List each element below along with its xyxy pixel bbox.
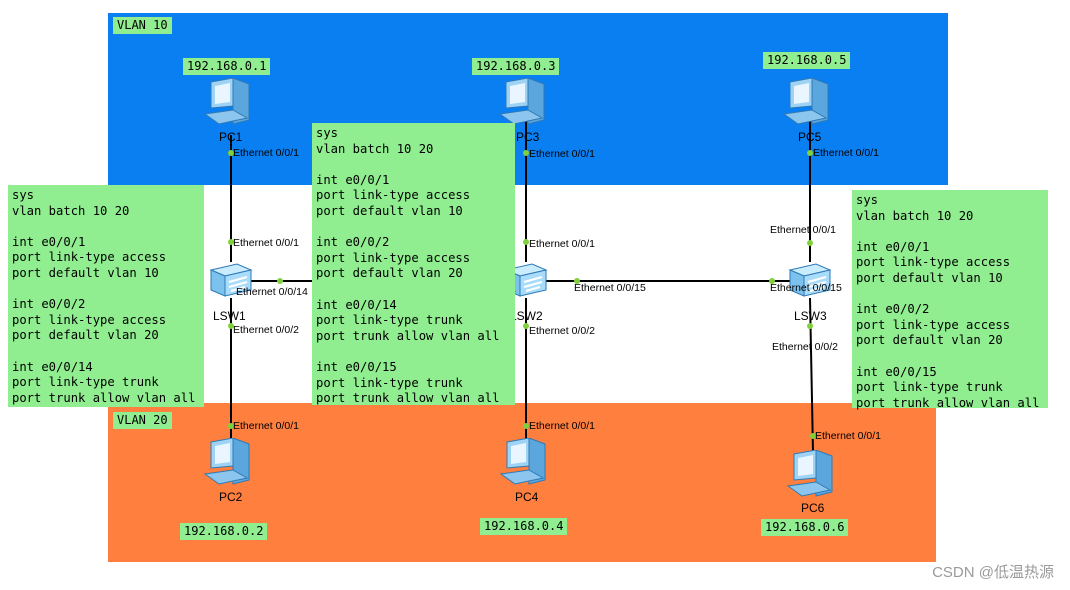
vlan20-label: VLAN 20 bbox=[113, 412, 172, 429]
config-line: port link-type trunk bbox=[12, 375, 159, 390]
config-line: port trunk allow vlan all bbox=[856, 395, 1040, 410]
config-line: port default vlan 10 bbox=[316, 203, 463, 218]
lsw3-switch-icon[interactable] bbox=[786, 262, 834, 305]
pc6-computer-icon[interactable] bbox=[786, 449, 838, 505]
port-lsw3-e0015: Ethernet 0/0/15 bbox=[770, 282, 842, 294]
port-lsw1-e002: Ethernet 0/0/2 bbox=[233, 324, 299, 336]
pc4-ip-label: 192.168.0.4 bbox=[480, 518, 568, 535]
port-pc1-e001: Ethernet 0/0/1 bbox=[233, 147, 299, 159]
pc1-label: PC1 bbox=[219, 130, 243, 144]
config-line: sys bbox=[856, 193, 879, 207]
config-line: port default vlan 10 bbox=[856, 270, 1003, 285]
config-line: sys bbox=[316, 126, 339, 140]
pc4-computer-icon[interactable] bbox=[499, 437, 551, 493]
port-pc6-e001: Ethernet 0/0/1 bbox=[815, 430, 881, 442]
config-line: int e0/0/1 bbox=[12, 234, 86, 249]
config-line bbox=[12, 219, 200, 235]
config-line: port trunk allow vlan all bbox=[316, 328, 500, 343]
port-lsw1-e0014: Ethernet 0/0/14 bbox=[236, 286, 308, 298]
lsw1-switch-icon[interactable] bbox=[207, 262, 255, 305]
config-line: port link-type trunk bbox=[316, 375, 463, 390]
config-line bbox=[12, 344, 200, 360]
config-line: int e0/0/2 bbox=[12, 297, 86, 312]
config-line: vlan batch 10 20 bbox=[856, 208, 974, 223]
config-line: port link-type access bbox=[12, 250, 167, 265]
config-line: port link-type access bbox=[856, 255, 1011, 270]
config-line: sys bbox=[12, 188, 35, 202]
config-line: port default vlan 20 bbox=[316, 266, 463, 281]
port-lsw1-e001: Ethernet 0/0/1 bbox=[233, 237, 299, 249]
pc6-label: PC6 bbox=[801, 501, 825, 515]
port-pc4-e001: Ethernet 0/0/1 bbox=[529, 420, 595, 432]
port-lsw2-e001: Ethernet 0/0/1 bbox=[529, 238, 595, 250]
pc4-label: PC4 bbox=[515, 490, 539, 504]
config-line bbox=[12, 282, 200, 298]
port-lsw3-e001: Ethernet 0/0/1 bbox=[770, 224, 836, 236]
pc1-computer-icon[interactable] bbox=[203, 77, 255, 133]
config-line: port link-type trunk bbox=[856, 380, 1003, 395]
pc5-computer-icon[interactable] bbox=[782, 77, 834, 133]
config-line bbox=[316, 282, 511, 298]
lsw1-label: LSW1 bbox=[213, 309, 246, 323]
config-line: port default vlan 10 bbox=[12, 265, 159, 280]
config-line: port link-type access bbox=[856, 317, 1011, 332]
config-line: port trunk allow vlan all bbox=[12, 390, 196, 405]
config-line: int e0/0/1 bbox=[856, 239, 930, 254]
config-line: int e0/0/2 bbox=[856, 302, 930, 317]
config-line: int e0/0/2 bbox=[316, 235, 390, 250]
watermark: CSDN @低温热源 bbox=[932, 564, 1054, 581]
port-pc2-e001: Ethernet 0/0/1 bbox=[233, 420, 299, 432]
lsw2-label: LSW2 bbox=[510, 309, 543, 323]
config-line: port default vlan 20 bbox=[856, 333, 1003, 348]
config-line: int e0/0/14 bbox=[316, 297, 397, 312]
pc3-computer-icon[interactable] bbox=[498, 77, 550, 133]
port-dots bbox=[228, 150, 816, 439]
config-line bbox=[856, 287, 1044, 303]
pc2-computer-icon[interactable] bbox=[203, 437, 255, 493]
config-line: port link-type access bbox=[12, 312, 167, 327]
config-line: int e0/0/15 bbox=[856, 364, 937, 379]
pc3-ip-label: 192.168.0.3 bbox=[472, 58, 560, 75]
config-line: port link-type trunk bbox=[316, 313, 463, 328]
config-line bbox=[316, 157, 511, 173]
pc3-label: PC3 bbox=[516, 130, 540, 144]
config-line bbox=[856, 224, 1044, 240]
config-line: vlan batch 10 20 bbox=[316, 141, 434, 156]
config-line: port link-type access bbox=[316, 250, 471, 265]
port-pc5-e001: Ethernet 0/0/1 bbox=[813, 147, 879, 159]
port-lsw3-e002: Ethernet 0/0/2 bbox=[772, 341, 838, 353]
port-pc3-e001: Ethernet 0/0/1 bbox=[529, 148, 595, 160]
pc1-ip-label: 192.168.0.1 bbox=[183, 58, 271, 75]
pc5-label: PC5 bbox=[798, 130, 822, 144]
pc5-ip-label: 192.168.0.5 bbox=[763, 52, 851, 69]
config-line: int e0/0/1 bbox=[316, 172, 390, 187]
config-line: int e0/0/14 bbox=[12, 359, 93, 374]
config-line: port trunk allow vlan all bbox=[316, 391, 500, 406]
config-line bbox=[856, 349, 1044, 365]
pc6-ip-label: 192.168.0.6 bbox=[761, 519, 849, 536]
config-line: vlan batch 10 20 bbox=[12, 203, 130, 218]
vlan10-label: VLAN 10 bbox=[113, 17, 172, 34]
port-lsw2-e0015: Ethernet 0/0/15 bbox=[574, 282, 646, 294]
config-line bbox=[316, 344, 511, 360]
config-line: port default vlan 20 bbox=[12, 328, 159, 343]
pc2-label: PC2 bbox=[219, 490, 243, 504]
config-line bbox=[316, 220, 511, 236]
config-line: int e0/0/15 bbox=[316, 359, 397, 374]
port-lsw2-e002: Ethernet 0/0/2 bbox=[529, 325, 595, 337]
lsw3-label: LSW3 bbox=[794, 309, 827, 323]
config-line: port link-type access bbox=[316, 188, 471, 203]
pc2-ip-label: 192.168.0.2 bbox=[180, 523, 268, 540]
